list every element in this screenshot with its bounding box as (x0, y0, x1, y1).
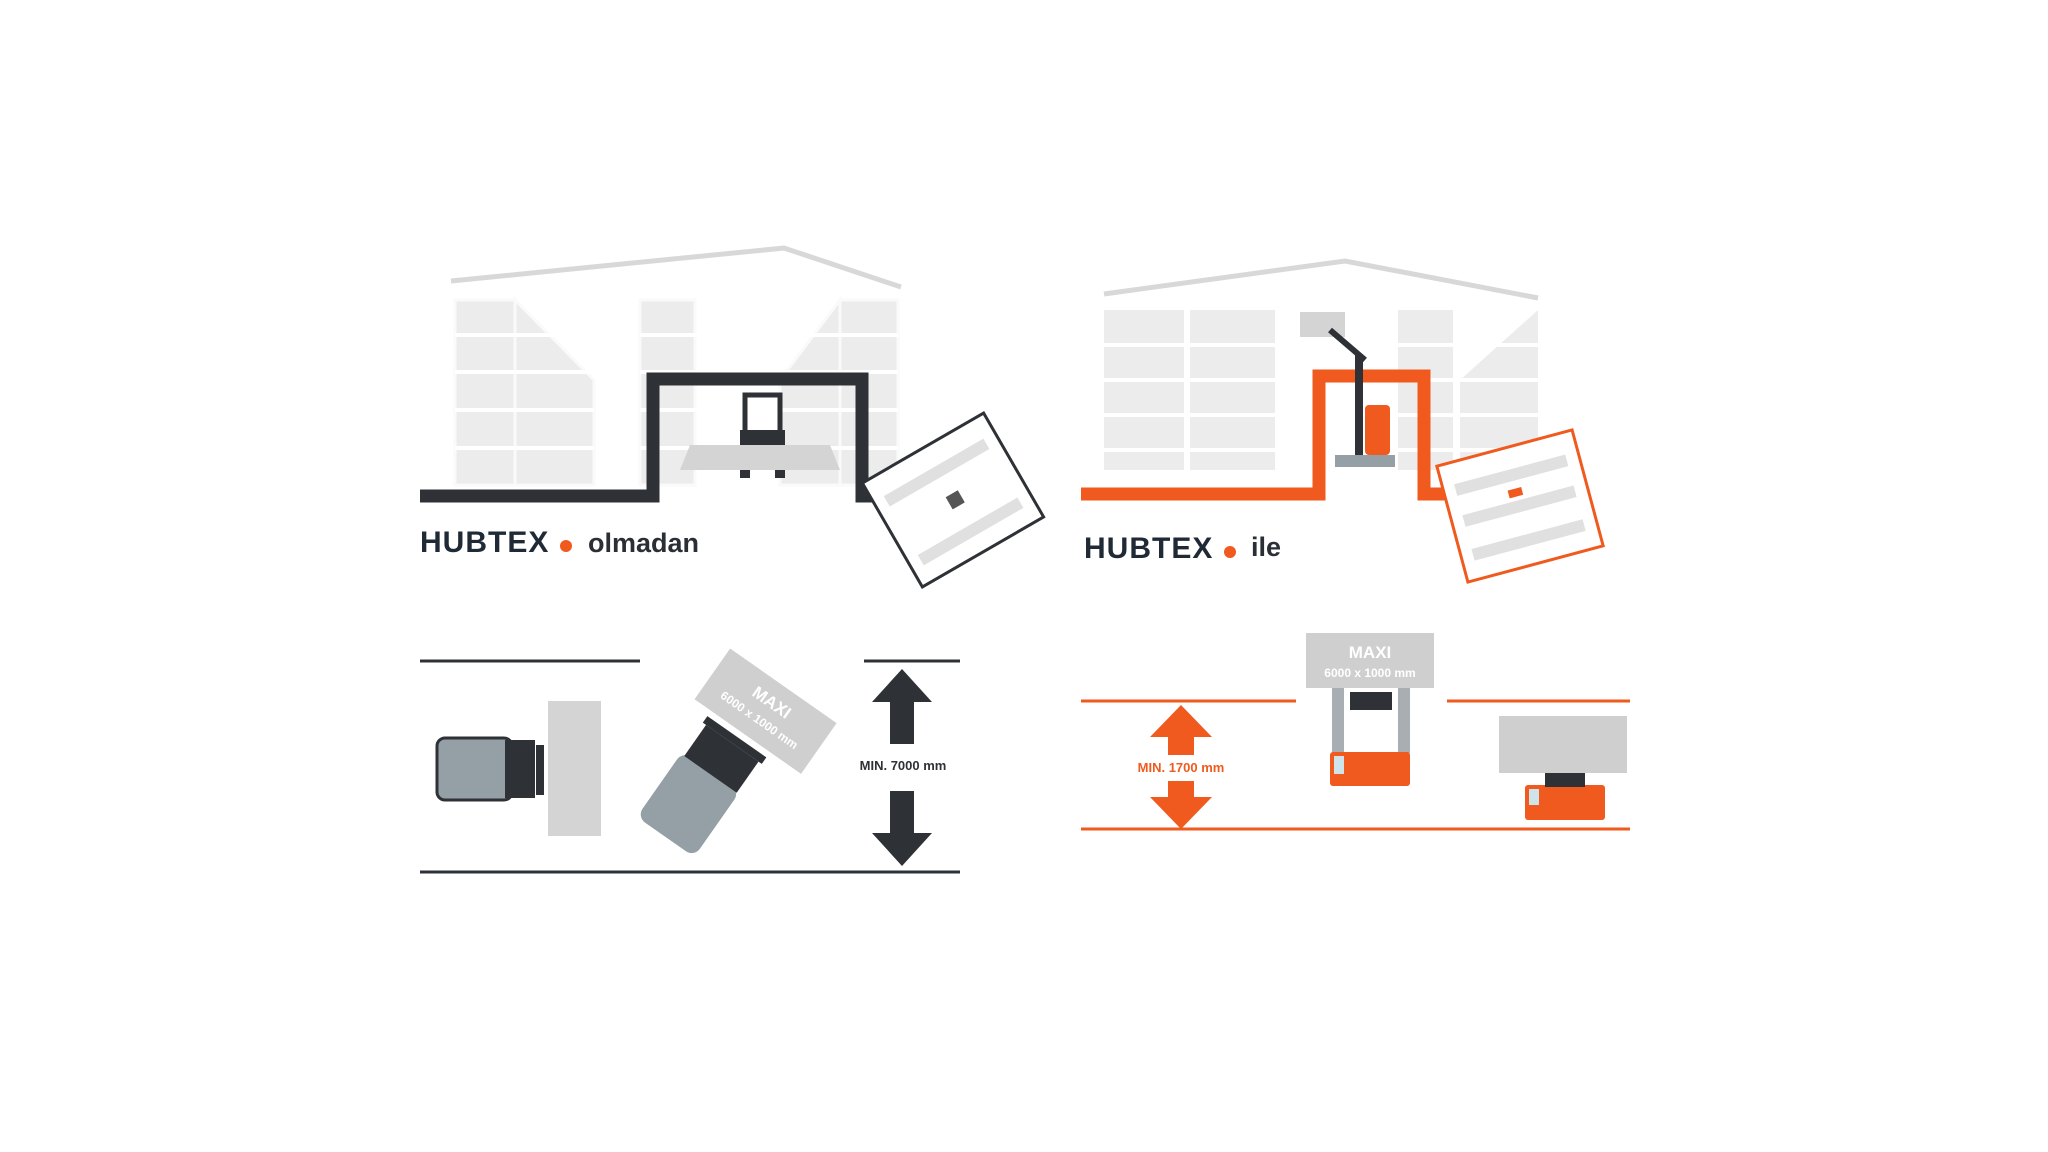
warehouse-left: HUBTEX olmadan (420, 245, 1046, 590)
logo-dot (1224, 546, 1236, 558)
forklift-turning-icon (640, 716, 767, 854)
double-arrow-orange-icon (1150, 705, 1212, 829)
aisle-path-left (420, 372, 878, 503)
logo-dot (560, 540, 572, 552)
side-loader-icon (1300, 312, 1395, 467)
warehouse-right: HUBTEX ile (1081, 258, 1605, 584)
double-arrow-dark-icon (872, 669, 932, 866)
turning-floorplan-right (1435, 428, 1605, 584)
with-hubtex-label: ile (1251, 532, 1281, 562)
svg-text:MAXI: MAXI (1349, 643, 1392, 662)
hubtex-logo-right: HUBTEX (1084, 532, 1213, 565)
svg-text:6000 x 1000 mm: 6000 x 1000 mm (1324, 666, 1415, 680)
side-loader-top-icon: MAXI 6000 x 1000 mm (1306, 633, 1434, 786)
turning-floorplan-left (860, 410, 1046, 590)
aisle-path-right (1081, 369, 1450, 501)
min-aisle-width-label: MIN. 1700 mm (1138, 760, 1225, 775)
without-hubtex-label: olmadan (588, 528, 699, 558)
min-aisle-width-label: MIN. 7000 mm (860, 758, 947, 773)
aisle-width-right: MIN. 1700 mm MAXI 6000 x 1000 mm (1081, 633, 1630, 831)
forklift-top-icon (435, 701, 601, 836)
hubtex-logo-left: HUBTEX (420, 526, 549, 559)
side-loader-stowed-icon (1499, 716, 1627, 820)
forklift-front-icon (680, 392, 840, 478)
aisle-width-left: MAXI 6000 x 1000 mm MIN. 7000 mm (420, 648, 960, 874)
